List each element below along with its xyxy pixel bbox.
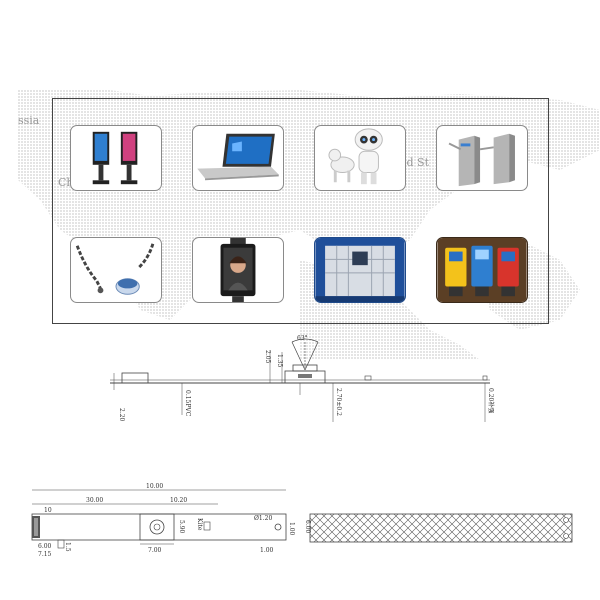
map-label-china: Ch (58, 176, 74, 189)
dim-left-small: 1.5 (64, 542, 71, 552)
dim-lens: 5.90 (178, 520, 185, 534)
self-service-terminals-icon (437, 238, 527, 302)
component-label: Kite (196, 518, 203, 531)
product-tile-kiosk (70, 125, 162, 191)
map-label-russia: ssia (18, 114, 40, 127)
product-application-panel (52, 98, 549, 324)
product-tile-face-terminal (192, 237, 284, 303)
robot-dog-icon (328, 128, 383, 185)
dim-stiffener-thickness: 0.20补强 (487, 388, 495, 413)
product-tile-robot-arm (70, 237, 162, 303)
kiosk-displays-icon (92, 131, 138, 185)
field-of-view-label: 63° (297, 335, 308, 342)
top-view-drawing: 10.00 30.00 10.20 10 5.90 Kite Ø1.20 7.0… (28, 482, 298, 562)
dim-stiffener-height: 6.00 (304, 520, 311, 534)
product-tile-smart-locker (314, 237, 406, 303)
dim-left-b: 7.15 (38, 551, 52, 558)
stiffener-view-drawing: 6.00 (300, 508, 582, 548)
product-tile-turnstile (436, 125, 528, 191)
dim-bottom-right: 1.00 (260, 547, 274, 554)
dim-segment-b: 10.20 (170, 497, 187, 504)
dim-lens-height: 1.35 (276, 354, 283, 368)
product-tile-laptop (192, 125, 284, 191)
map-label-united-states: ed St (400, 156, 430, 169)
dim-segment-a: 30.00 (86, 497, 103, 504)
dim-module-width: 7.00 (148, 547, 162, 554)
face-recognition-terminal-icon (220, 238, 256, 302)
dim-camera-height: 2.05 (264, 350, 271, 364)
dim-pvc-thickness: 0.15PVC (184, 390, 191, 417)
dim-total-length: 10.00 (146, 483, 163, 490)
dim-hole: Ø1.20 (254, 515, 272, 522)
product-tile-self-service (436, 237, 528, 303)
robot-arm-icon (75, 243, 155, 295)
side-view-drawing: 63° 2.20 2.05 1.35 0.15PVC 2.70±0.2 0.20… (100, 330, 500, 430)
product-tile-robots (314, 125, 406, 191)
dim-left-height: 2.20 (118, 408, 125, 422)
dim-left-a: 6.00 (38, 543, 52, 550)
connector-label: 10 (44, 507, 52, 514)
laptop-icon (197, 133, 279, 181)
turnstile-gate-icon (448, 133, 515, 187)
dim-lens-tolerance: 2.70±0.2 (335, 388, 342, 416)
smart-locker-icon (315, 238, 405, 302)
dim-right-side: 1.00 (288, 522, 295, 536)
